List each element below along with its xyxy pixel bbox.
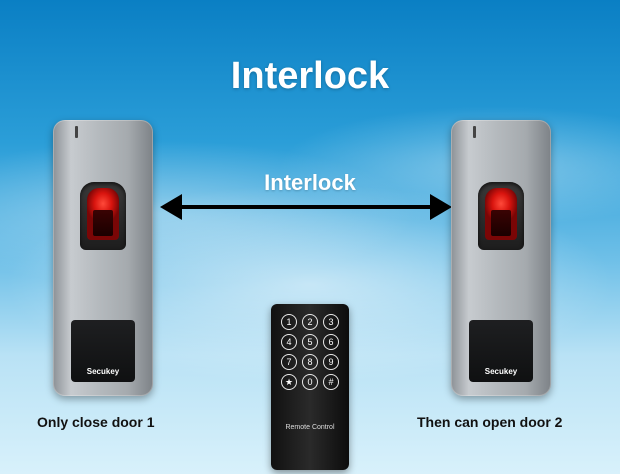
reader-led-slot	[75, 126, 78, 138]
card-reader-pad: Secukey	[469, 320, 533, 382]
fingerprint-slot	[478, 182, 524, 250]
remote-control: 1 2 3 4 5 6 7 8 9 ★ 0 # Remote Control	[271, 304, 349, 470]
remote-key: 4	[281, 334, 297, 350]
remote-key: 6	[323, 334, 339, 350]
brand-logo: Secukey	[86, 367, 120, 376]
remote-key: 2	[302, 314, 318, 330]
remote-keypad: 1 2 3 4 5 6 7 8 9 ★ 0 #	[281, 314, 339, 390]
page-title: Interlock	[230, 55, 390, 97]
fingerprint-reader-door-2: Secukey	[451, 120, 551, 396]
remote-key: 7	[281, 354, 297, 370]
card-reader-pad: Secukey	[71, 320, 135, 382]
reader-led-slot	[473, 126, 476, 138]
brand-logo: Secukey	[484, 367, 518, 376]
fingerprint-reader-door-1: Secukey	[53, 120, 153, 396]
remote-key: #	[323, 374, 339, 390]
remote-key: 8	[302, 354, 318, 370]
fingerprint-sensor-icon	[87, 188, 119, 240]
remote-key: 1	[281, 314, 297, 330]
fingerprint-sensor-icon	[485, 188, 517, 240]
remote-label: Remote Control	[285, 424, 335, 431]
interlock-label: Interlock	[264, 170, 356, 195]
fingerprint-slot	[80, 182, 126, 250]
caption-door-2: Then can open door 2	[417, 414, 563, 430]
remote-key: 9	[323, 354, 339, 370]
remote-key: 3	[323, 314, 339, 330]
remote-key: ★	[281, 374, 297, 390]
double-arrow-icon	[160, 194, 452, 220]
remote-key: 5	[302, 334, 318, 350]
caption-door-1: Only close door 1	[37, 414, 155, 430]
remote-key: 0	[302, 374, 318, 390]
